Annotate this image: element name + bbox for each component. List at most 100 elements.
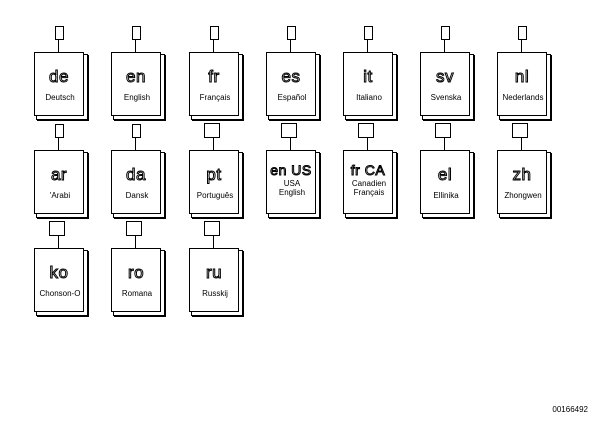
language-code: es [281,67,301,87]
tag-stem [367,39,368,52]
tag-stem [290,39,291,52]
tag-stem [367,137,368,150]
tag-stem [135,235,136,248]
document-number: 00166492 [552,405,588,414]
label-tag [281,123,297,138]
language-code: zh [512,165,532,185]
label-tag [287,26,296,40]
language-name: USA English [278,179,306,197]
language-name: Romana [121,289,153,298]
language-code: fr CA [350,162,386,179]
language-name: English [123,93,151,102]
language-code: ro [127,263,145,283]
label-tag [132,124,141,138]
language-code: sv [436,67,455,87]
label-tag [210,26,219,40]
language-code: ar [50,165,68,185]
tag-stem [58,137,59,150]
language-code: ru [205,263,223,283]
language-name: Zhongwen [504,191,542,200]
language-name: Nederlands [502,93,544,102]
tag-stem [213,137,214,150]
language-name: Français [199,93,231,102]
language-code: fr [208,67,220,87]
label-tag [364,26,373,40]
language-name: Svenska [430,93,462,102]
tag-stem [135,137,136,150]
book-ar: ar 'Arabi [34,124,89,219]
language-code: nl [514,67,530,87]
language-name: 'Arabi [49,191,71,200]
language-name: Chonson-O [39,289,81,298]
tag-stem [521,39,522,52]
language-name: Ellinika [433,191,459,200]
tag-stem [444,137,445,150]
label-tag [55,26,64,40]
language-name: Português [196,191,234,200]
label-tag [441,26,450,40]
language-name: Deutsch [45,93,75,102]
language-name: Español [277,93,307,102]
label-tag [204,221,220,236]
language-code: de [49,67,69,87]
book-cover: ar 'Arabi [34,150,84,214]
label-tag [512,123,528,138]
language-name: Canadien Français [351,179,387,197]
label-tag [518,26,527,40]
language-code: it [363,67,373,87]
tag-stem [213,235,214,248]
label-tag [126,221,142,236]
language-code: pt [206,165,222,185]
language-code: en [126,67,146,87]
tag-stem [290,137,291,150]
label-tag [132,26,141,40]
tag-stem [58,39,59,52]
language-code: en US [270,162,312,179]
language-code: el [437,165,453,185]
label-tag [435,123,451,138]
label-tag [358,123,374,138]
language-name: Dansk [125,191,149,200]
language-code: da [126,165,146,185]
tag-stem [213,39,214,52]
language-name: Russkij [202,289,228,298]
tag-stem [521,137,522,150]
label-tag [49,221,65,236]
tag-stem [444,39,445,52]
tag-stem [135,39,136,52]
label-tag [204,123,220,138]
tag-stem [58,235,59,248]
